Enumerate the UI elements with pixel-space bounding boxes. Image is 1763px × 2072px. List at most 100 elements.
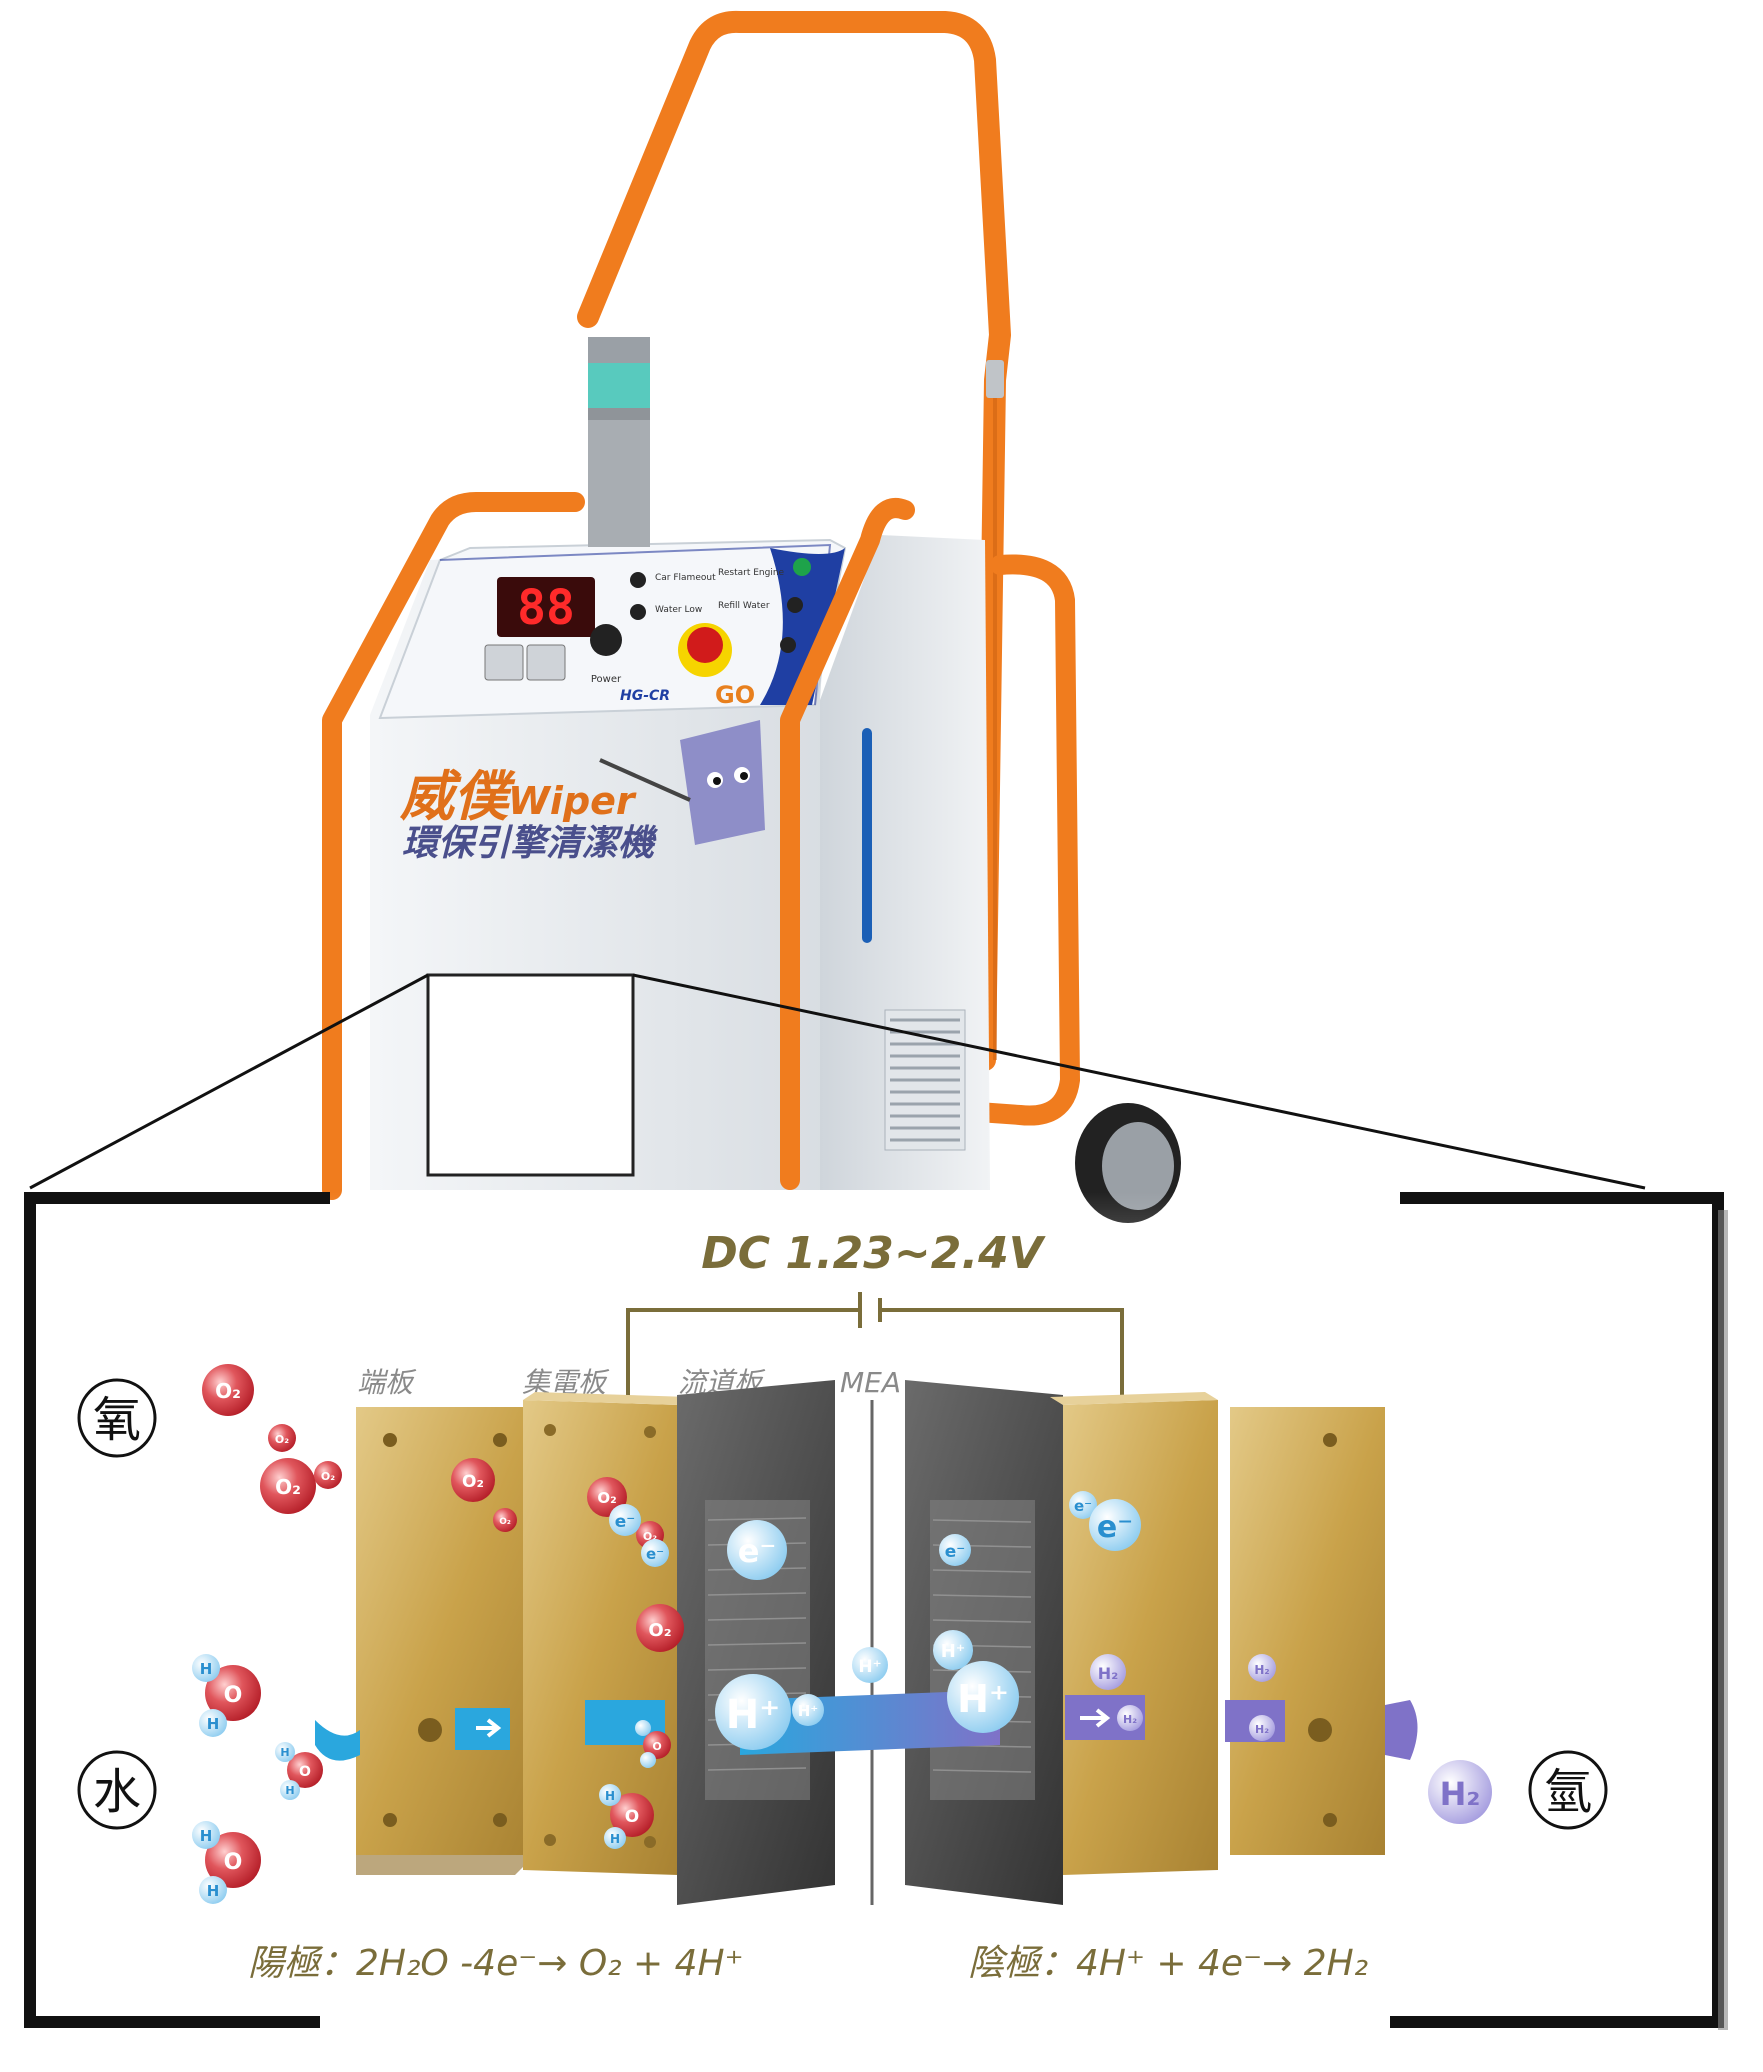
svg-text:O₂: O₂ xyxy=(215,1379,241,1403)
zoom-source-box xyxy=(426,973,635,1177)
svg-text:O₂: O₂ xyxy=(275,1475,301,1499)
svg-text:H: H xyxy=(200,1660,213,1678)
svg-text:e⁻: e⁻ xyxy=(945,1542,966,1562)
svg-text:H⁺: H⁺ xyxy=(726,1692,781,1738)
o2-molecule: O₂ xyxy=(260,1458,316,1514)
right-collector-plate xyxy=(1050,1392,1218,1875)
handle-frame[interactable] xyxy=(577,10,1011,1071)
panel-label-car-flameout: Car Flameout xyxy=(655,573,716,583)
svg-text:e⁻: e⁻ xyxy=(646,1545,664,1563)
plates xyxy=(356,1380,1385,1905)
svg-text:O₂: O₂ xyxy=(462,1472,484,1492)
brand-name-cn: 威僕 xyxy=(399,765,516,828)
power-knob[interactable] xyxy=(590,624,622,656)
h-plus-ion: H⁺ xyxy=(852,1647,888,1683)
water-molecule: O H H xyxy=(192,1654,261,1737)
svg-text:e⁻: e⁻ xyxy=(738,1532,777,1570)
anode-equation: 陽極：2H₂O -4e⁻→ O₂ + 4H⁺ xyxy=(248,1943,744,1984)
green-light xyxy=(793,558,811,576)
mascot xyxy=(599,720,765,845)
svg-text:O: O xyxy=(299,1764,311,1780)
svg-text:H: H xyxy=(610,1832,620,1846)
label-end-plate: 端板 xyxy=(357,1366,417,1399)
water-molecule: O H H xyxy=(192,1821,261,1904)
electron: e⁻ xyxy=(727,1520,787,1580)
h-plus-ion: H⁺ xyxy=(715,1674,791,1750)
h2-molecule: H₂ xyxy=(1090,1654,1126,1690)
cathode-equation: 陰極：4H⁺ + 4e⁻→ 2H₂ xyxy=(968,1943,1368,1984)
svg-text:H⁺: H⁺ xyxy=(957,1677,1009,1721)
front-frame xyxy=(322,492,585,1200)
h-plus-ion: H⁺ xyxy=(947,1661,1019,1733)
circuit: DC 1.23~2.4V xyxy=(626,1228,1124,1400)
water-circle: 水 xyxy=(77,1750,157,1830)
o2-molecule: O₂ xyxy=(314,1461,342,1489)
electron: e⁻ xyxy=(609,1504,641,1536)
svg-text:H: H xyxy=(207,1882,220,1900)
svg-text:O₂: O₂ xyxy=(499,1517,511,1527)
adjust-switch-1[interactable] xyxy=(484,644,524,681)
svg-text:O: O xyxy=(652,1740,661,1753)
display-value: 88 xyxy=(517,580,575,636)
o2-molecule: O₂ xyxy=(202,1364,254,1416)
right-flow-plate xyxy=(905,1380,1063,1905)
emergency-stop-button[interactable] xyxy=(678,623,732,677)
oxygen-char: 氧 xyxy=(93,1392,141,1448)
left-end-plate xyxy=(356,1407,535,1875)
svg-text:e⁻: e⁻ xyxy=(1097,1510,1133,1545)
molecules: O₂ O₂ O₂ O₂ O₂ O₂ O₂ O₂ xyxy=(192,1364,1492,1904)
svg-text:H: H xyxy=(285,1784,294,1797)
signal-tower xyxy=(588,337,650,547)
svg-text:O: O xyxy=(224,1683,243,1708)
left-flow-plate xyxy=(677,1380,835,1905)
brand-name-en: Wiper xyxy=(508,779,637,823)
hydrogen-char: 氫 xyxy=(1544,1764,1592,1820)
red-light-2 xyxy=(780,637,796,653)
electron: e⁻ xyxy=(641,1539,669,1567)
brand-logo: GO xyxy=(715,681,755,709)
svg-text:H₂: H₂ xyxy=(1098,1664,1118,1683)
svg-text:H⁺: H⁺ xyxy=(798,1702,818,1720)
digital-display xyxy=(497,577,595,637)
panel-label-refill-water: Refill Water xyxy=(718,601,770,611)
h2-molecule: H₂ xyxy=(1249,1715,1275,1741)
svg-text:O₂: O₂ xyxy=(597,1489,616,1507)
water-molecule: O xyxy=(635,1720,671,1768)
right-end-plate xyxy=(1230,1407,1385,1855)
electron: e⁻ xyxy=(1089,1499,1141,1551)
panel-label-restart-engine: Restart Engine xyxy=(718,568,785,578)
o2-molecule: O₂ xyxy=(493,1508,517,1532)
svg-text:O: O xyxy=(625,1807,639,1827)
svg-text:H⁺: H⁺ xyxy=(941,1641,966,1662)
indicator-light-2 xyxy=(630,604,646,620)
o2-molecule: O₂ xyxy=(268,1424,296,1452)
machine: 88 Power Car Flameout Restart Engine Wat… xyxy=(29,10,1646,1223)
oxygen-circle: 氧 xyxy=(77,1378,157,1458)
svg-text:H₂: H₂ xyxy=(1254,1663,1269,1677)
o2-molecule: O₂ xyxy=(451,1458,495,1502)
svg-text:H₂: H₂ xyxy=(1123,1713,1137,1726)
water-molecule: O H H xyxy=(275,1742,323,1800)
h-plus-ion: H⁺ xyxy=(792,1694,824,1726)
water-char: 水 xyxy=(93,1764,141,1820)
brand-subtitle: 環保引擎清潔機 xyxy=(402,823,659,864)
adjust-switch-2[interactable] xyxy=(526,644,566,681)
svg-text:H: H xyxy=(200,1827,213,1845)
electron: e⁻ xyxy=(1069,1491,1097,1519)
svg-text:H: H xyxy=(280,1746,289,1759)
panel-label-water-low: Water Low xyxy=(655,605,702,615)
power-label: Power xyxy=(591,674,622,685)
electron: e⁻ xyxy=(939,1534,971,1566)
red-light-1 xyxy=(787,597,803,613)
h2-molecule: H₂ xyxy=(1248,1654,1276,1682)
label-mea: MEA xyxy=(840,1366,901,1399)
o2-molecule: O₂ xyxy=(636,1604,684,1652)
svg-text:H⁺: H⁺ xyxy=(858,1657,881,1677)
svg-text:O₂: O₂ xyxy=(275,1433,289,1446)
svg-text:e⁻: e⁻ xyxy=(615,1512,636,1532)
svg-text:O₂: O₂ xyxy=(321,1470,335,1483)
h2-molecule: H₂ xyxy=(1428,1760,1492,1824)
side-vent xyxy=(884,1009,966,1151)
indicator-light-1 xyxy=(630,572,646,588)
svg-text:O₂: O₂ xyxy=(648,1620,671,1641)
